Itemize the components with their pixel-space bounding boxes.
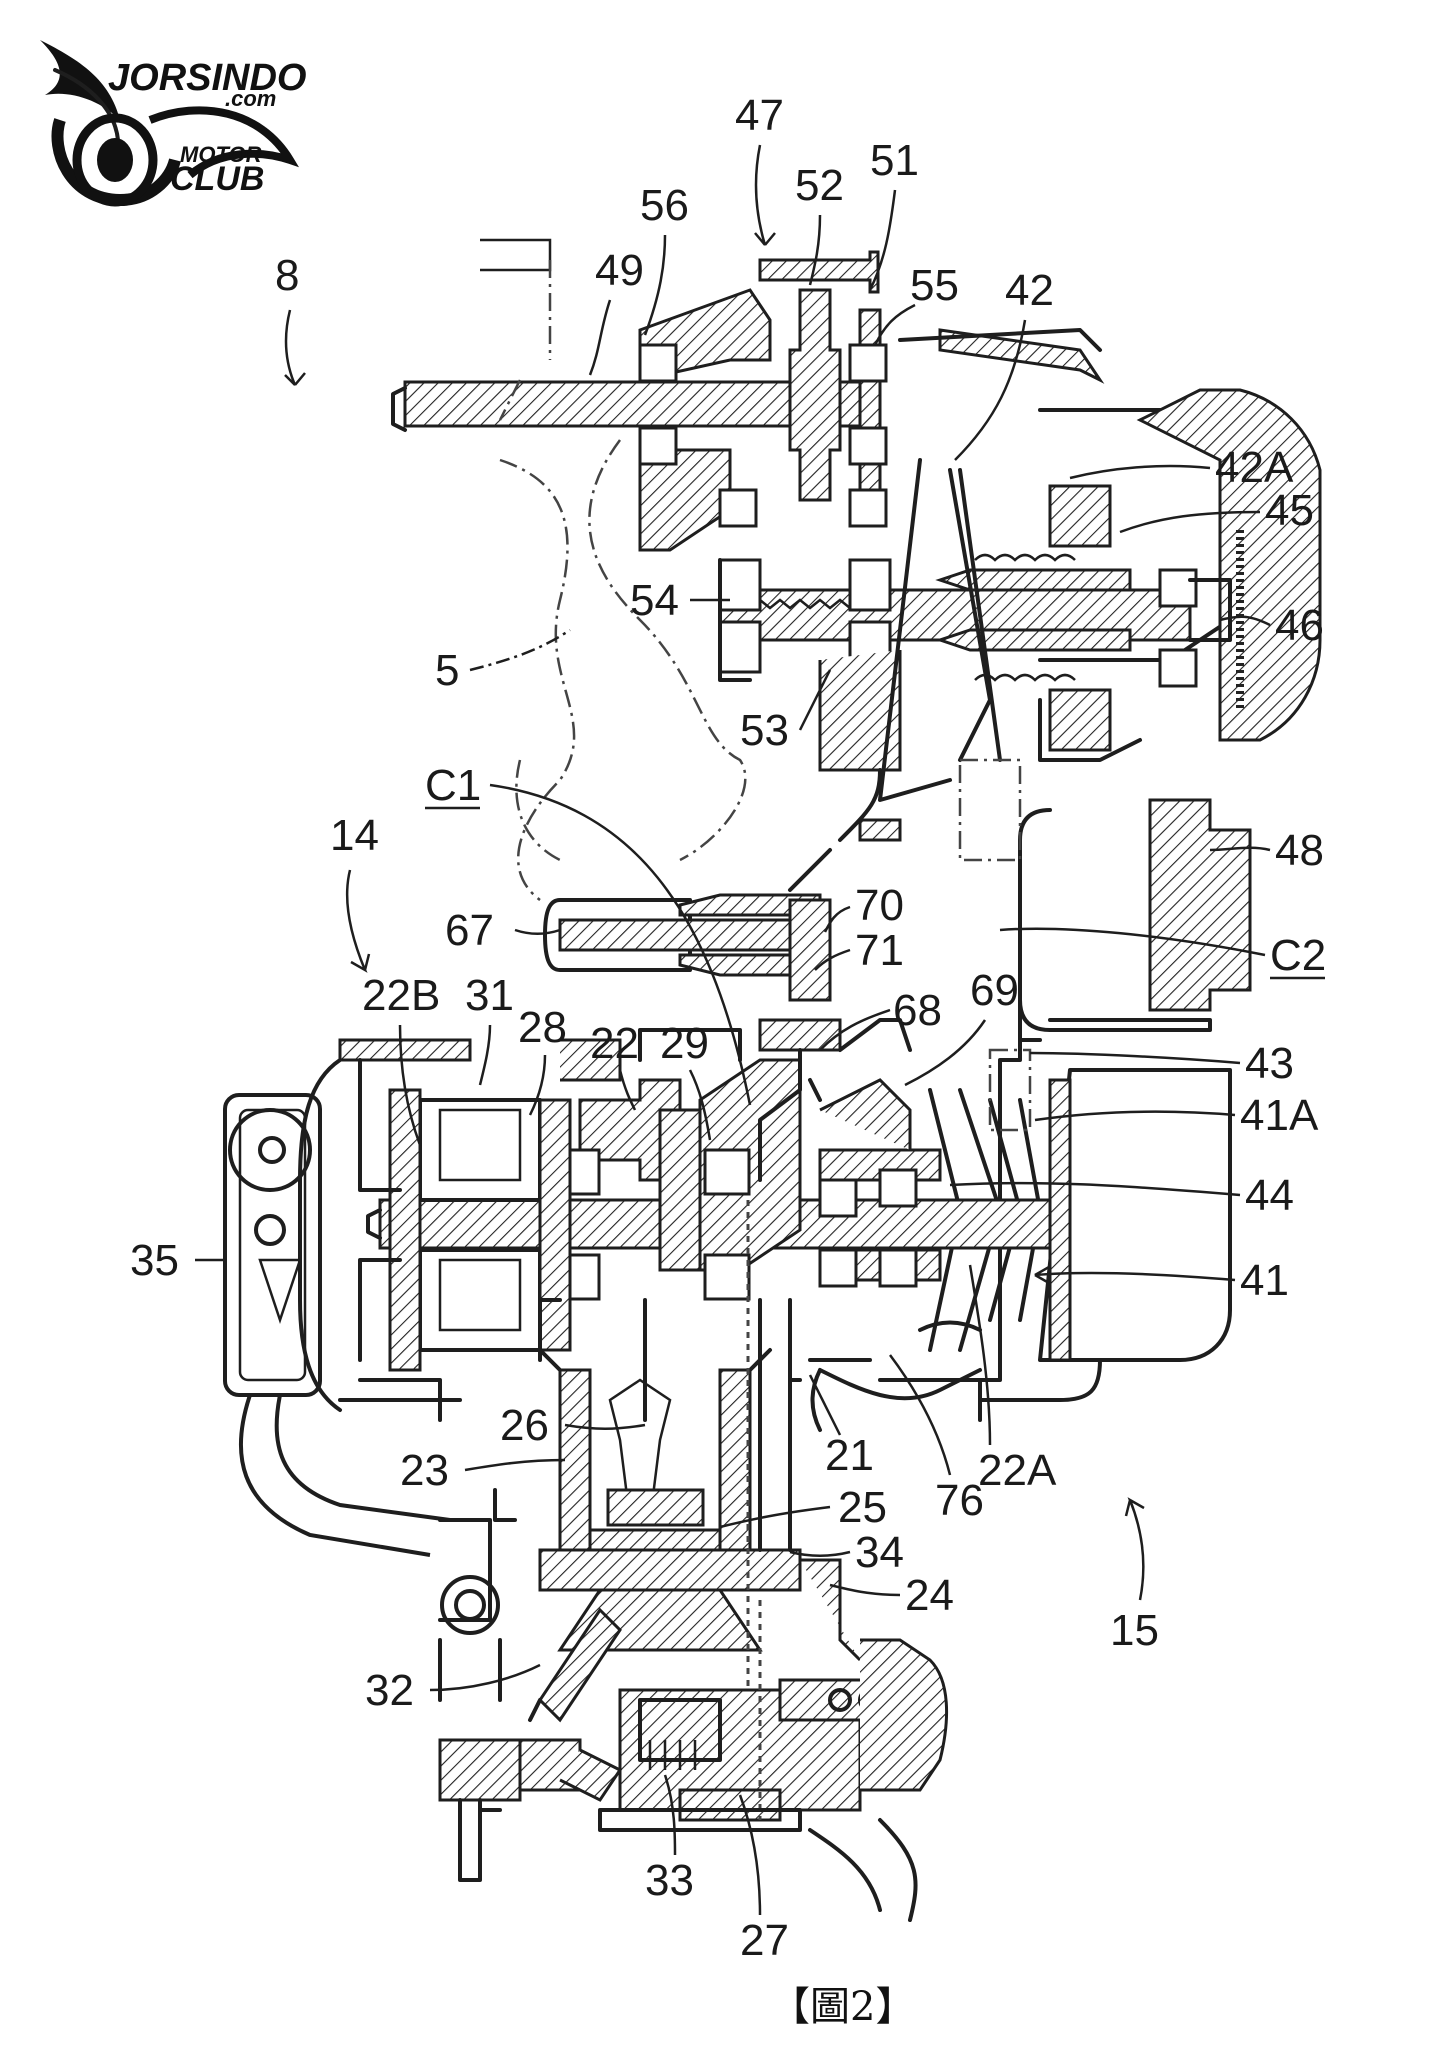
label-25: 25 xyxy=(838,1483,887,1532)
label-68: 68 xyxy=(893,986,942,1035)
label-24: 24 xyxy=(905,1571,954,1620)
label-55: 55 xyxy=(910,261,959,310)
label-48: 48 xyxy=(1275,826,1324,875)
label-5: 5 xyxy=(435,646,459,695)
driven-pulley-assembly xyxy=(878,328,1322,802)
label-15: 15 xyxy=(1110,1606,1159,1655)
label-70: 70 xyxy=(855,881,904,930)
logo-line3: MOTOR xyxy=(180,142,262,167)
logo-line2: .com xyxy=(225,86,276,111)
generator-assembly xyxy=(298,1038,622,1422)
label-43: 43 xyxy=(1245,1039,1294,1088)
figure-caption: 【圖2】 xyxy=(770,1984,915,2030)
label-29: 29 xyxy=(660,1019,709,1068)
label-34: 34 xyxy=(855,1528,904,1577)
label-42A: 42A xyxy=(1215,443,1294,492)
label-54: 54 xyxy=(630,576,679,625)
label-14: 14 xyxy=(330,811,379,860)
label-26: 26 xyxy=(500,1401,549,1450)
label-51: 51 xyxy=(870,136,919,185)
crankcase-lower xyxy=(810,1320,982,1432)
final-reduction-assembly xyxy=(391,238,1192,901)
balancer-assembly xyxy=(543,768,912,1182)
label-27: 27 xyxy=(740,1916,789,1965)
jorsindo-logo: JORSINDO .com MOTOR CLUB xyxy=(40,40,306,207)
label-46: 46 xyxy=(1275,601,1324,650)
label-76: 76 xyxy=(935,1476,984,1525)
water-pump-assembly xyxy=(223,1093,451,1557)
label-69: 69 xyxy=(970,966,1019,1015)
logo-line4: CLUB xyxy=(170,160,264,198)
logo-line1: JORSINDO xyxy=(108,57,306,99)
label-56: 56 xyxy=(640,181,689,230)
label-42: 42 xyxy=(1005,266,1054,315)
label-8: 8 xyxy=(275,251,299,300)
label-44: 44 xyxy=(1245,1171,1294,1220)
label-41: 41 xyxy=(1240,1256,1289,1305)
label-32: 32 xyxy=(365,1666,414,1715)
label-35: 35 xyxy=(130,1236,179,1285)
label-C2: C2 xyxy=(1270,931,1326,980)
reference-labels: 8 47 51 52 56 49 55 42 42A 45 54 46 5 53… xyxy=(130,91,1326,1965)
label-71: 71 xyxy=(855,926,904,975)
label-31: 31 xyxy=(465,971,514,1020)
belt-case-cover xyxy=(878,798,1252,1402)
label-28: 28 xyxy=(518,1003,567,1052)
label-21: 21 xyxy=(825,1431,874,1480)
cylinder-head-assembly xyxy=(438,1488,948,1922)
label-52: 52 xyxy=(795,161,844,210)
label-53: 53 xyxy=(740,706,789,755)
label-47: 47 xyxy=(735,91,784,140)
label-41A: 41A xyxy=(1240,1091,1319,1140)
label-22: 22 xyxy=(590,1019,639,1068)
label-22B: 22B xyxy=(362,971,440,1020)
label-22A: 22A xyxy=(978,1446,1057,1495)
label-49: 49 xyxy=(595,246,644,295)
label-C1: C1 xyxy=(425,761,481,810)
label-45: 45 xyxy=(1265,486,1314,535)
label-67: 67 xyxy=(445,906,494,955)
label-33: 33 xyxy=(645,1856,694,1905)
crankshaft-assembly xyxy=(366,1028,1052,1301)
label-23: 23 xyxy=(400,1446,449,1495)
